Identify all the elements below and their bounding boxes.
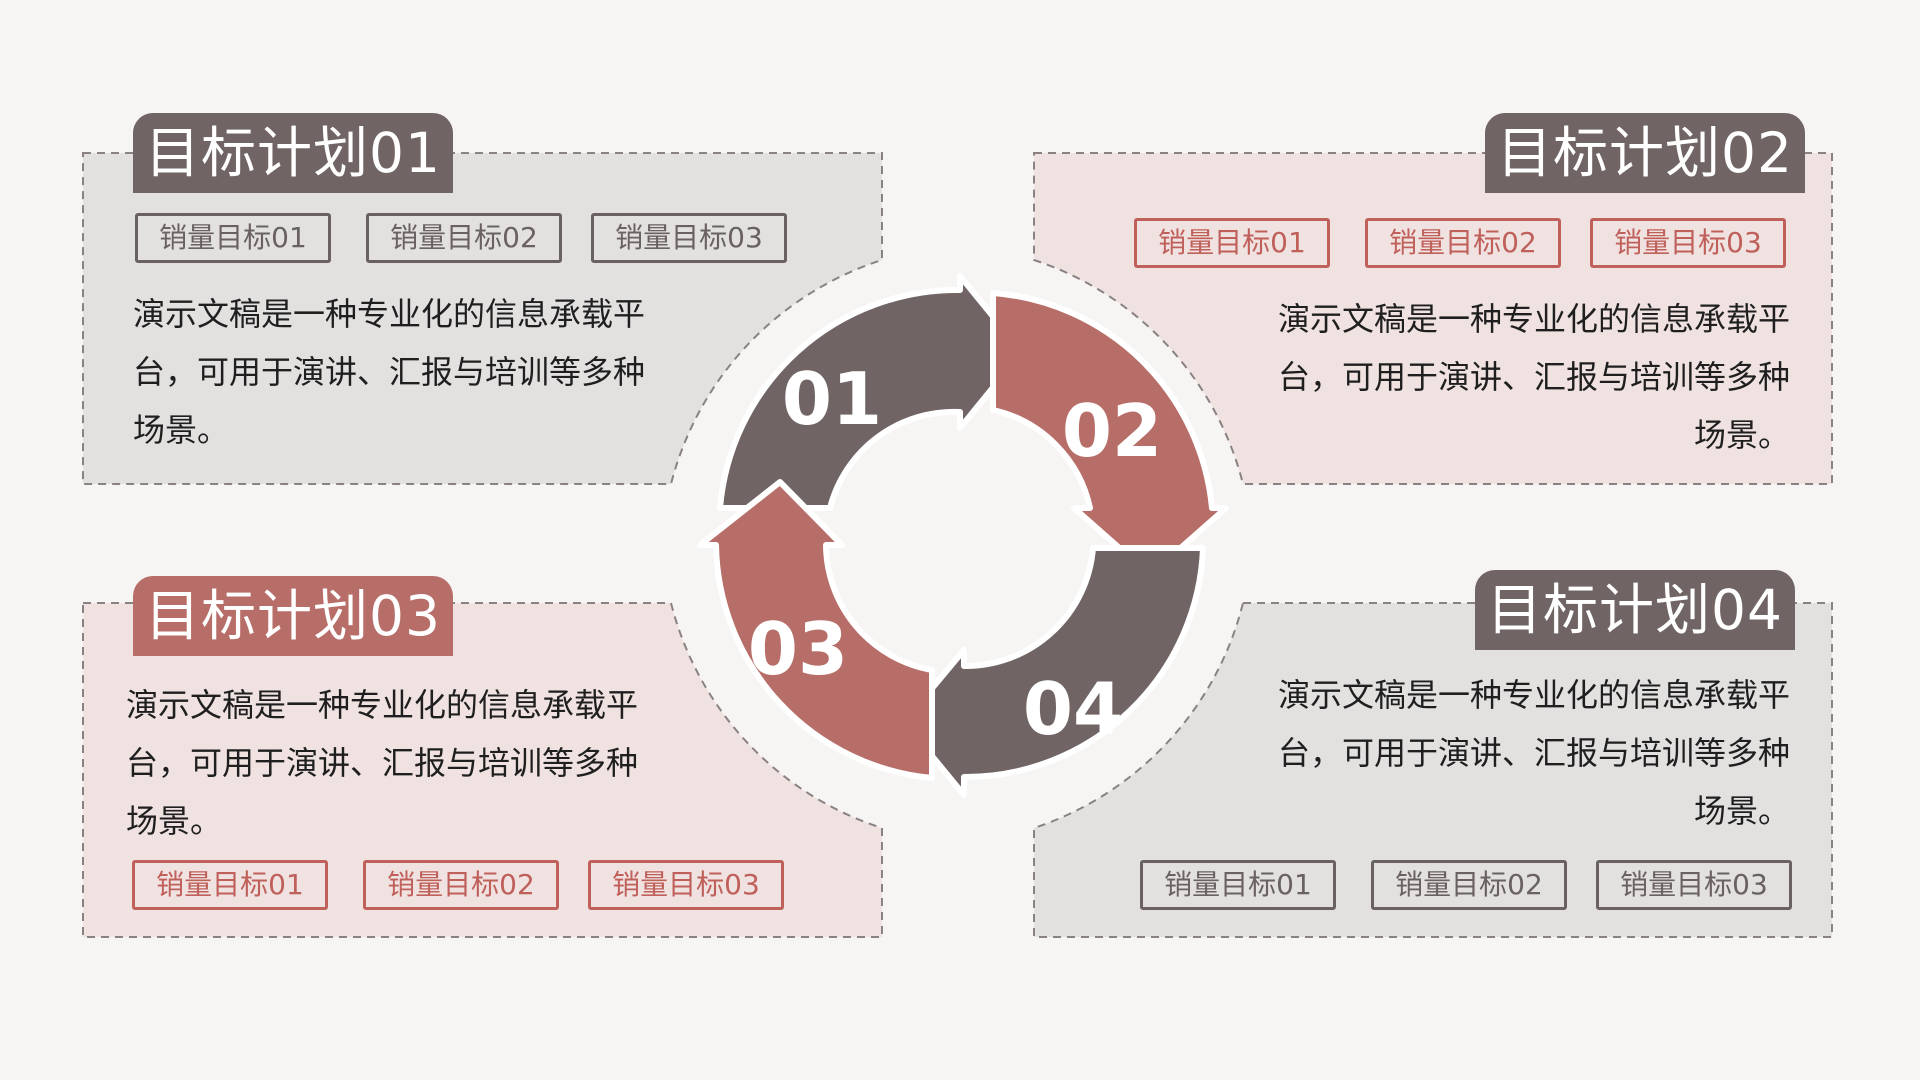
cycle-arrow-02 — [990, 290, 1229, 578]
panel-4-line-3: 场景。 — [1693, 792, 1790, 830]
panel-3-line-2: 台，可用于演讲、汇报与培训等多种 — [126, 744, 639, 782]
panel-2-line-2: 台，可用于演讲、汇报与培训等多种 — [1277, 358, 1790, 396]
cycle-arrow-01 — [717, 273, 1025, 511]
panel-1-tag-2: 销量目标02 — [366, 213, 562, 263]
panel-3-title: 目标计划03 — [133, 576, 453, 656]
panel-3-tag-2: 销量目标02 — [363, 860, 559, 910]
panel-3-line-3: 场景。 — [126, 802, 223, 840]
panel-1-tag-1: 销量目标01 — [135, 213, 331, 263]
panel-1-line-1: 演示文稿是一种专业化的信息承载平 — [133, 295, 646, 333]
panel-4-background — [1033, 602, 1833, 938]
panel-2-background — [1033, 152, 1833, 485]
panel-4-tag-3: 销量目标03 — [1596, 860, 1792, 910]
panel-2-tag-3: 销量目标03 — [1590, 218, 1786, 268]
panel-3-description: 演示文稿是一种专业化的信息承载平 台，可用于演讲、汇报与培训等多种 场景。 — [126, 676, 671, 850]
cycle-label-02: 02 — [1062, 389, 1162, 473]
panel-3-tag-3: 销量目标03 — [588, 860, 784, 910]
cycle-label-04: 04 — [1023, 667, 1123, 751]
panel-4-tag-1: 销量目标01 — [1140, 860, 1336, 910]
panel-4-line-1: 演示文稿是一种专业化的信息承载平 — [1277, 676, 1790, 714]
panel-2-description: 演示文稿是一种专业化的信息承载平 台，可用于演讲、汇报与培训等多种 场景。 — [1245, 290, 1790, 464]
panel-1-line-3: 场景。 — [133, 411, 230, 449]
panel-4-tag-2: 销量目标02 — [1371, 860, 1567, 910]
panel-1-title: 目标计划01 — [133, 113, 453, 193]
panel-4-title: 目标计划04 — [1475, 570, 1795, 650]
panel-3-background — [82, 602, 883, 938]
panel-3-tag-1: 销量目标01 — [132, 860, 328, 910]
cycle-arrow-03 — [697, 479, 935, 781]
panel-1-description: 演示文稿是一种专业化的信息承载平 台，可用于演讲、汇报与培训等多种 场景。 — [133, 285, 678, 459]
panel-2-tag-2: 销量目标02 — [1365, 218, 1561, 268]
cycle-label-01: 01 — [782, 357, 882, 441]
panel-1-tag-3: 销量目标03 — [591, 213, 787, 263]
panel-2-title: 目标计划02 — [1485, 113, 1805, 193]
panel-2-tag-1: 销量目标01 — [1134, 218, 1330, 268]
panel-4-description: 演示文稿是一种专业化的信息承载平 台，可用于演讲、汇报与培训等多种 场景。 — [1245, 666, 1790, 840]
cycle-arrow-04 — [901, 545, 1206, 798]
panel-2-line-1: 演示文稿是一种专业化的信息承载平 — [1277, 300, 1790, 338]
panel-1-line-2: 台，可用于演讲、汇报与培训等多种 — [133, 353, 646, 391]
panel-3-line-1: 演示文稿是一种专业化的信息承载平 — [126, 686, 639, 724]
panel-4-line-2: 台，可用于演讲、汇报与培训等多种 — [1277, 734, 1790, 772]
cycle-label-03: 03 — [748, 607, 848, 691]
panel-1-background — [82, 152, 883, 485]
panel-2-line-3: 场景。 — [1693, 416, 1790, 454]
